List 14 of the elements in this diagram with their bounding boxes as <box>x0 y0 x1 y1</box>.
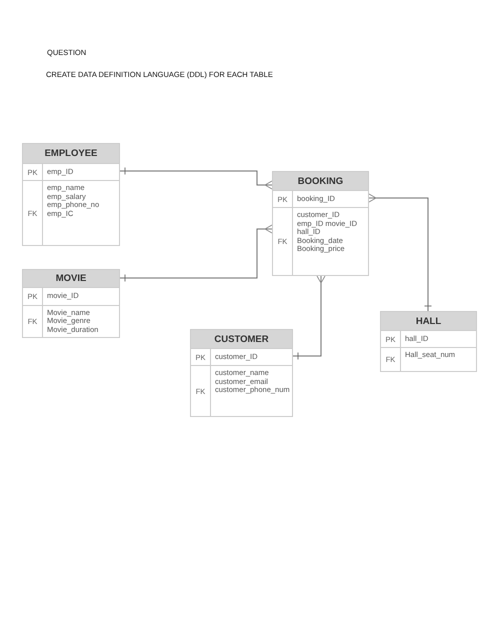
table-header: BOOKING <box>273 172 368 190</box>
entity-table <box>22 269 120 338</box>
table-header: EMPLOYEE <box>23 144 119 163</box>
entity-table <box>380 311 477 372</box>
relationship-line <box>292 276 326 360</box>
entity-table <box>272 171 369 276</box>
table-header: MOVIE <box>23 270 119 288</box>
relationship-line <box>120 167 272 190</box>
table-header: CUSTOMER <box>191 330 292 348</box>
relationship-line <box>368 194 432 312</box>
entity-table <box>190 329 293 417</box>
table-header: HALL <box>381 312 476 330</box>
entity-table <box>22 143 120 246</box>
relationship-line <box>120 224 272 282</box>
